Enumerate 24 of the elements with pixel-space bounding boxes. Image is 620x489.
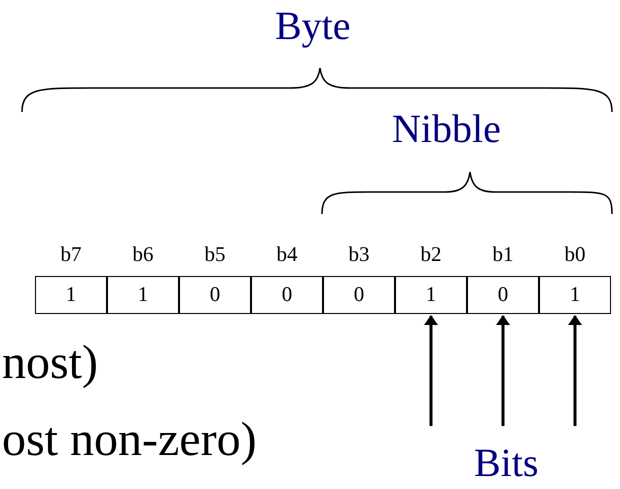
caption-label: Bits [474,440,538,486]
heading-label: Byte [275,2,351,49]
bit-cell: 1 [539,276,611,314]
bit-cell: 1 [395,276,467,314]
body-text: ost non-zero) [2,412,257,467]
arrow [568,315,582,426]
bit-cell: 0 [467,276,539,314]
bit-label: b1 [492,242,514,267]
bit-label: b5 [204,242,226,267]
bit-cell: 0 [179,276,251,314]
arrow [496,315,510,426]
bit-label: b0 [564,242,586,267]
arrow [424,315,438,426]
bit-cell: 1 [35,276,107,314]
bit-label: b3 [348,242,370,267]
heading-label: Nibble [392,105,501,152]
bit-label: b6 [132,242,154,267]
bit-cell: 1 [107,276,179,314]
bit-label: b2 [420,242,442,267]
bit-label: b7 [60,242,82,267]
bit-cell: 0 [251,276,323,314]
body-text: nost) [2,335,98,390]
bit-cell: 0 [323,276,395,314]
bit-label: b4 [276,242,298,267]
